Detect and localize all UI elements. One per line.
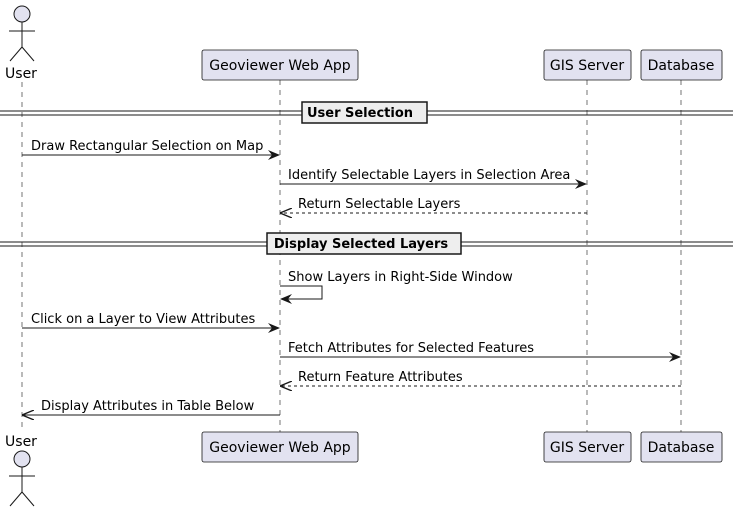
message-4-label: Show Layers in Right-Side Window	[288, 270, 513, 285]
participant-gis-top-label: GIS Server	[550, 58, 624, 74]
message-5: Click on a Layer to View Attributes	[22, 312, 280, 333]
participant-db-top-box	[640, 49, 723, 81]
actor-user-top-label: User	[5, 66, 37, 82]
participant-db-bottom-box	[640, 431, 723, 463]
message-7-label: Return Feature Attributes	[298, 370, 463, 385]
message-8-label: Display Attributes in Table Below	[41, 399, 255, 414]
divider-user-selection: User Selection	[0, 101, 733, 124]
divider-display-selected-layers-label: Display Selected Layers	[274, 237, 448, 252]
actor-user-bottom-icon	[9, 450, 35, 507]
message-1: Draw Rectangular Selection on Map	[22, 139, 280, 160]
actor-user-top: User	[5, 5, 37, 82]
message-4: Show Layers in Right-Side Window	[280, 270, 513, 304]
message-3: Return Selectable Layers	[281, 197, 587, 213]
actor-user-bottom-label: User	[5, 434, 37, 450]
lifelines	[21, 80, 682, 432]
message-7: Return Feature Attributes	[281, 370, 681, 386]
participant-gis-top-box	[543, 49, 632, 81]
message-4-arrow	[280, 285, 323, 304]
participant-db-bottom: Database	[640, 431, 723, 463]
message-5-label: Click on a Layer to View Attributes	[31, 312, 255, 327]
message-6: Fetch Attributes for Selected Features	[280, 341, 681, 362]
message-8: Display Attributes in Table Below	[23, 399, 280, 415]
message-6-label: Fetch Attributes for Selected Features	[288, 341, 534, 356]
participant-gis-top: GIS Server	[543, 49, 632, 81]
actor-user-bottom: User	[5, 434, 37, 507]
divider-display-selected-layers: Display Selected Layers	[0, 232, 733, 255]
participant-app-top-box	[201, 49, 359, 81]
participant-app-bottom-label: Geoviewer Web App	[209, 440, 351, 456]
participant-app-top-label: Geoviewer Web App	[209, 58, 351, 74]
participant-app-top: Geoviewer Web App	[201, 49, 359, 81]
participant-db-top-label: Database	[648, 58, 715, 74]
participant-db-top: Database	[640, 49, 723, 81]
actor-user-top-icon	[9, 5, 35, 62]
message-3-label: Return Selectable Layers	[298, 197, 461, 212]
message-1-label: Draw Rectangular Selection on Map	[31, 139, 263, 154]
divider-display-selected-layers-box	[266, 232, 462, 255]
message-2: Identify Selectable Layers in Selection …	[280, 168, 587, 189]
participant-gis-bottom-box	[543, 431, 632, 463]
participant-app-bottom: Geoviewer Web App	[201, 431, 359, 463]
participant-db-bottom-label: Database	[648, 440, 715, 456]
message-2-label: Identify Selectable Layers in Selection …	[288, 168, 570, 183]
divider-user-selection-box	[301, 101, 428, 124]
participant-gis-bottom: GIS Server	[543, 431, 632, 463]
participant-gis-bottom-label: GIS Server	[550, 440, 624, 456]
divider-user-selection-label: User Selection	[307, 106, 413, 121]
participant-app-bottom-box	[201, 431, 359, 463]
